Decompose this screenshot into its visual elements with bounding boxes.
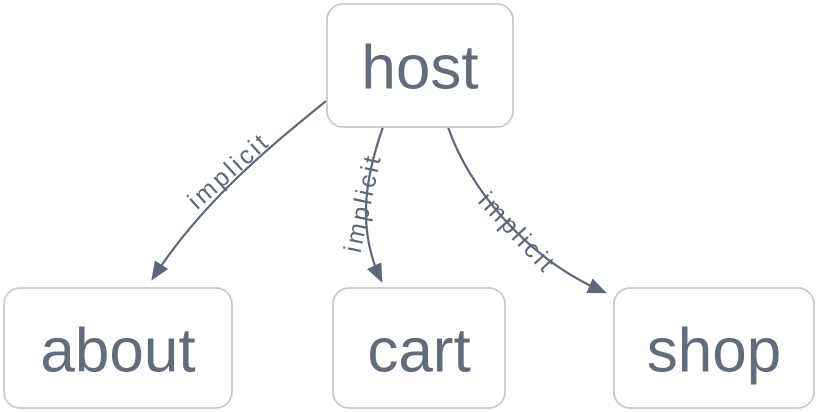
edge-label-host-shop: implicit <box>473 187 562 280</box>
node-host-label: host <box>361 34 478 103</box>
edge-host-cart <box>364 126 385 283</box>
node-shop-label: shop <box>647 317 781 386</box>
node-about-label: about <box>40 317 195 386</box>
node-host[interactable]: host <box>326 3 514 128</box>
node-shop[interactable]: shop <box>613 287 815 409</box>
node-cart-label: cart <box>367 317 470 386</box>
node-about-box[interactable] <box>3 287 233 409</box>
node-about[interactable]: about <box>3 287 233 409</box>
edge-label-host-cart: implicit <box>339 151 387 255</box>
edge-group <box>151 100 607 294</box>
node-shop-box[interactable] <box>613 287 815 409</box>
node-cart[interactable]: cart <box>332 287 506 409</box>
node-host-box[interactable] <box>326 3 514 128</box>
node-cart-box[interactable] <box>332 287 506 409</box>
edge-host-shop <box>446 126 607 294</box>
edge-label-host-about: implicit <box>182 127 275 215</box>
edge-host-about <box>151 100 327 281</box>
